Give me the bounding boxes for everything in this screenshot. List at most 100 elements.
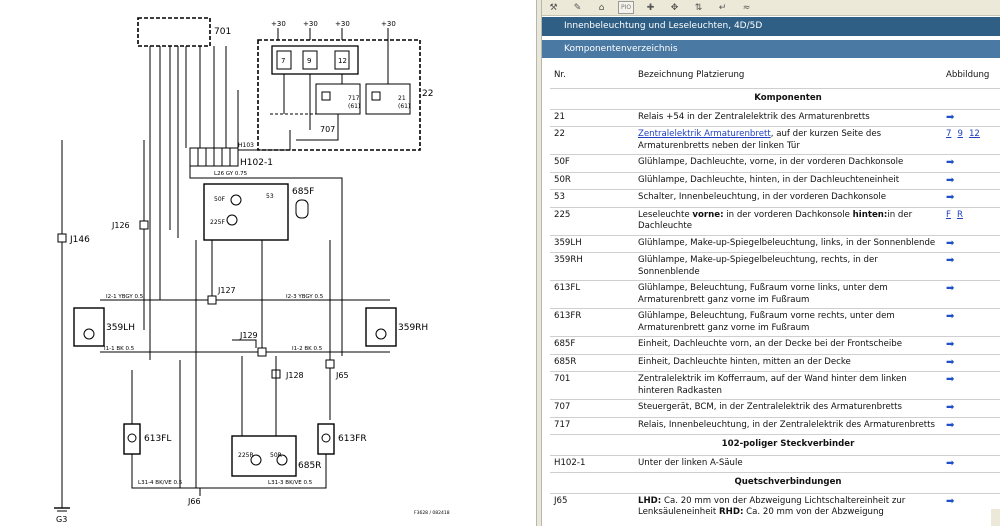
pickup-icon[interactable]: ⌂ <box>598 2 605 13</box>
lamp-50F-label: 50F <box>214 196 226 203</box>
lamp-359RH <box>365 307 397 347</box>
arrow-right-icon[interactable]: ➡ <box>946 237 955 249</box>
arrow-right-icon[interactable]: ➡ <box>946 283 955 294</box>
row-nr: 359LH <box>554 237 582 248</box>
row-text: Relais +54 in der Zentralelektrik des Ar… <box>638 111 870 122</box>
page-title: Innenbeleuchtung und Leseleuchten, 4D/5D <box>542 17 1000 36</box>
lamp-359RH-label: 359RH <box>398 323 428 333</box>
section-quetschverbindungen: Quetschverbindungen <box>734 477 842 487</box>
lamp-225R-label: 225R <box>238 452 254 459</box>
table-row: 685R Einheit, Dachleuchte hinten, mitten… <box>550 354 1000 372</box>
table-row: 53 Schalter, Innenbeleuchtung, in der vo… <box>550 189 1000 208</box>
arrow-right-icon[interactable]: ➡ <box>946 255 955 266</box>
row-bold: RHD: <box>719 507 744 517</box>
plus30-label-2: +30 <box>303 20 318 28</box>
pio-icon[interactable]: PIO <box>618 1 634 14</box>
tools-icon[interactable]: ⚒ <box>549 2 558 13</box>
relay-717-label: 717 <box>348 95 360 102</box>
splice-j66-label: J66 <box>187 497 201 506</box>
scrollbar[interactable] <box>991 509 1000 526</box>
lamp-613FL-label: 613FL <box>144 434 171 444</box>
row-text: Unter der linken A-Säule <box>638 457 743 468</box>
block-22-box <box>257 39 421 151</box>
toolbar: ⚒ ✎ ⌂ PIO ✚ ✥ ⇅ ↵ ≈ <box>542 0 1000 16</box>
row-nr: 685F <box>554 339 576 349</box>
arrow-right-icon[interactable]: ➡ <box>946 339 955 350</box>
row-text: in der Dachleuchte <box>638 209 913 232</box>
splice-j65 <box>325 359 335 369</box>
arrow-right-icon[interactable]: ➡ <box>946 356 955 368</box>
arrow-right-icon[interactable]: ➡ <box>946 374 955 385</box>
sort-icon[interactable]: ⇅ <box>694 2 703 13</box>
arrow-right-icon[interactable]: ➡ <box>946 157 955 168</box>
row-nr: 359RH <box>554 255 583 265</box>
tilde-icon[interactable]: ≈ <box>742 2 751 13</box>
figure-link-F[interactable]: F <box>946 209 951 220</box>
figure-link-7[interactable]: 7 <box>946 129 952 139</box>
lamp-613FR-label: 613FR <box>338 434 367 444</box>
block-685R-label: 685R <box>298 461 321 471</box>
plus30-label-4: +30 <box>381 20 396 28</box>
splice-j146-label: J146 <box>69 235 90 245</box>
fuse-12 <box>334 50 350 70</box>
row-bold: hinten: <box>852 209 888 220</box>
lamp-50R-label: 50R <box>270 452 282 459</box>
link-zentralelektrik[interactable]: Zentralelektrik Armaturenbrett <box>638 129 771 139</box>
row-text: Ca. 20 mm von der Abzweigung <box>743 507 884 517</box>
fuse-9-label: 9 <box>307 57 311 65</box>
pane-splitter[interactable] <box>536 0 542 526</box>
splice-j65-label: J65 <box>335 371 349 380</box>
relay-21-label: 21 <box>398 95 406 102</box>
lamp-359LH-label: 359LH <box>106 323 135 333</box>
arrow-right-icon[interactable]: ➡ <box>946 457 955 469</box>
table-row: 359RH Glühlampe, Make-up-Spiegelbeleucht… <box>550 252 1000 281</box>
figure-link-9[interactable]: 9 <box>957 129 963 139</box>
plus30-label-1: +30 <box>271 20 286 28</box>
table-row: 225 Leseleuchte vorne: in der vorderen D… <box>550 207 1000 235</box>
footer-code: F3628 / 082418 <box>414 510 450 516</box>
table-row: 50F Glühlampe, Dachleuchte, vorne, in de… <box>550 154 1000 173</box>
arrow-right-icon[interactable]: ➡ <box>946 174 955 186</box>
row-nr: 613FL <box>554 283 581 293</box>
block-685R <box>231 435 297 477</box>
info-panel: ⚒ ✎ ⌂ PIO ✚ ✥ ⇅ ↵ ≈ Innenbeleuchtung und… <box>542 0 1000 526</box>
row-nr: 53 <box>554 192 565 202</box>
table-row: 613FR Glühlampe, Beleuchtung, Fußraum vo… <box>550 308 1000 337</box>
block-685F-label: 685F <box>292 187 314 197</box>
splice-j129 <box>257 347 267 357</box>
arrow-right-icon[interactable]: ➡ <box>946 419 955 431</box>
connector-h103-label: H103 <box>238 142 254 149</box>
wrap-icon[interactable]: ↵ <box>718 2 727 13</box>
wire-l31-4: L31-4 BK/VE 0.5 <box>138 480 183 486</box>
wrench-icon[interactable]: ✎ <box>573 2 582 13</box>
row-text: Glühlampe, Beleuchtung, Fußraum vorne li… <box>638 283 888 305</box>
row-nr: J65 <box>554 495 568 506</box>
arrow-right-icon[interactable]: ➡ <box>946 402 955 413</box>
relay-21-sub: (61) <box>398 103 410 110</box>
splice-j129-label: J129 <box>239 331 258 340</box>
arrow-right-icon[interactable]: ➡ <box>946 495 955 507</box>
wire-i2-1: I2-1 YBGY 0.5 <box>106 294 144 300</box>
figure-link-R[interactable]: R <box>956 209 963 220</box>
row-nr: 50R <box>554 174 571 185</box>
lamp-225F-symbol <box>226 214 238 226</box>
arrow-right-icon[interactable]: ➡ <box>946 192 955 203</box>
fuse-9 <box>302 50 318 70</box>
wire-i2-3: I2-3 YBGY 0.5 <box>286 294 324 300</box>
section-komponenten: Komponenten <box>754 93 822 103</box>
figure-link-12[interactable]: 12 <box>968 129 980 139</box>
relay-717-sub: (61) <box>348 103 360 110</box>
move-icon[interactable]: ✥ <box>670 2 679 13</box>
lamp-50F-symbol <box>230 194 242 206</box>
cross-icon[interactable]: ✚ <box>646 2 655 13</box>
arrow-right-icon[interactable]: ➡ <box>946 111 955 123</box>
lamp-613FL <box>123 423 141 455</box>
fuse-7 <box>276 50 292 70</box>
block-685F <box>203 183 289 241</box>
arrow-right-icon[interactable]: ➡ <box>946 311 955 322</box>
connector-701-box <box>137 17 211 47</box>
table-row: 22 Zentralelektrik Armaturenbrett, auf d… <box>550 126 1000 155</box>
wiring-diagram[interactable]: 701 22 +30 +30 +30 +30 7 9 12 717 (61) 2… <box>0 0 536 526</box>
lamp-359LH <box>73 307 105 347</box>
connector-h102-label: H102-1 <box>240 158 273 168</box>
